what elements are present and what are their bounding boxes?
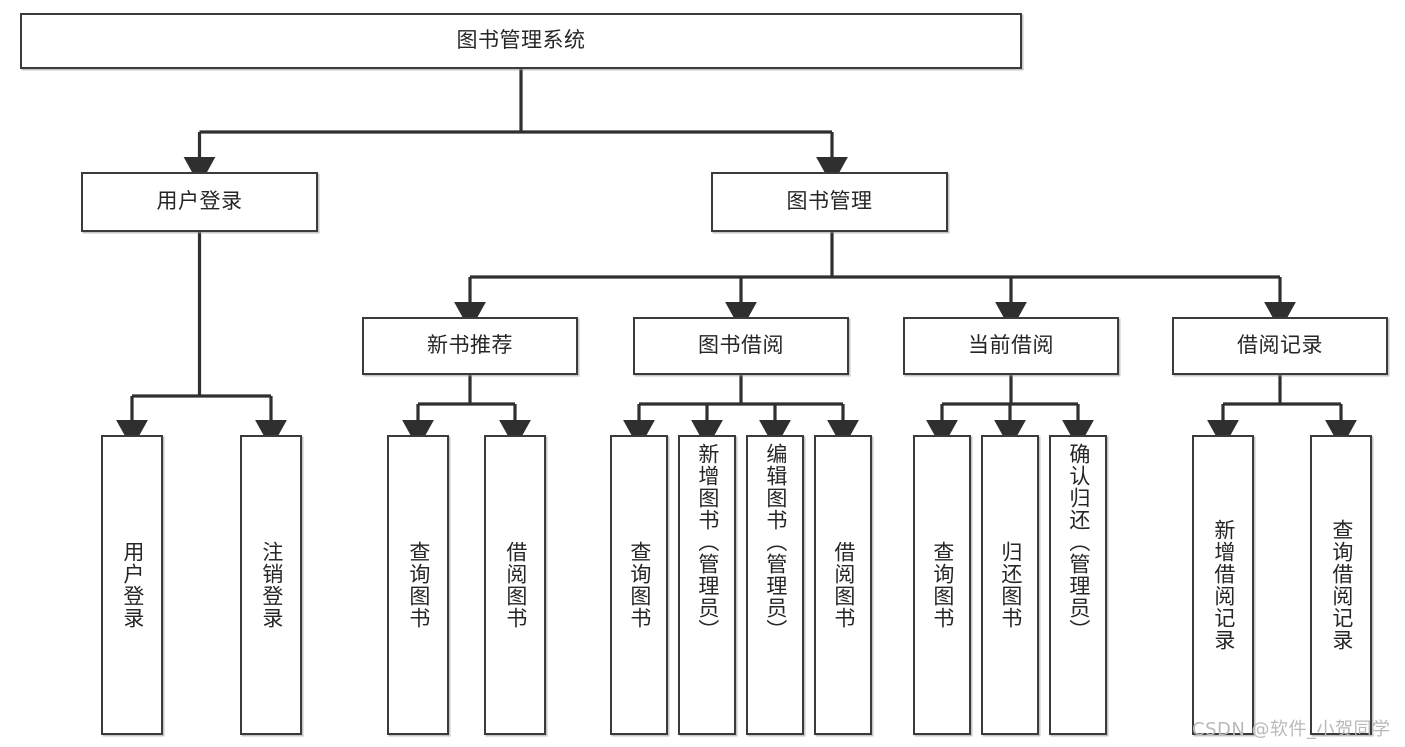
node-root-label: 图书管理系统 <box>456 28 586 53</box>
node-book-borrow-label: 图书借阅 <box>698 333 784 358</box>
node-leaf-add-book-admin[interactable]: 新增图书（管理员） <box>678 435 736 735</box>
node-book-manage[interactable]: 图书管理 <box>711 172 948 232</box>
connector-group-new-book-recommend <box>402 375 531 449</box>
node-user-login-label: 用户登录 <box>156 189 243 214</box>
node-book-borrow[interactable]: 图书借阅 <box>633 317 849 375</box>
node-leaf-borrow-book-1-label: 借阅图书 <box>503 541 528 629</box>
node-leaf-edit-book-admin[interactable]: 编辑图书（管理员） <box>746 435 804 735</box>
connector-group-user-login <box>116 232 287 449</box>
node-leaf-confirm-return-admin[interactable]: 确认归还（管理员） <box>1049 435 1107 735</box>
node-leaf-edit-book-admin-label: 编辑图书（管理员） <box>763 443 788 641</box>
node-new-book-recommend[interactable]: 新书推荐 <box>362 317 578 375</box>
node-leaf-borrow-book-2-label: 借阅图书 <box>831 541 856 629</box>
node-leaf-query-book-1-label: 查询图书 <box>406 541 431 629</box>
connector-group-current-borrow <box>926 375 1094 449</box>
node-leaf-logout[interactable]: 注销登录 <box>240 435 302 735</box>
node-leaf-query-book-1[interactable]: 查询图书 <box>387 435 449 735</box>
node-book-manage-label: 图书管理 <box>786 189 873 214</box>
node-current-borrow[interactable]: 当前借阅 <box>903 317 1119 375</box>
node-new-book-recommend-label: 新书推荐 <box>427 333 513 358</box>
node-leaf-query-book-2-label: 查询图书 <box>627 541 652 629</box>
node-leaf-query-book-3[interactable]: 查询图书 <box>913 435 971 735</box>
node-leaf-query-borrow-record-label: 查询借阅记录 <box>1329 519 1354 651</box>
node-leaf-user-login[interactable]: 用户登录 <box>101 435 163 735</box>
node-leaf-add-borrow-record-label: 新增借阅记录 <box>1211 519 1236 651</box>
connector-group-root <box>183 69 848 186</box>
node-leaf-logout-label: 注销登录 <box>259 541 284 629</box>
connector-group-book-borrow <box>623 375 859 449</box>
node-leaf-query-book-2[interactable]: 查询图书 <box>610 435 668 735</box>
node-leaf-add-borrow-record[interactable]: 新增借阅记录 <box>1192 435 1254 735</box>
node-borrow-record-label: 借阅记录 <box>1237 333 1323 358</box>
connector-group-borrow-record <box>1207 375 1357 449</box>
connector-group-book-manage <box>454 232 1296 331</box>
node-leaf-query-borrow-record[interactable]: 查询借阅记录 <box>1310 435 1372 735</box>
node-borrow-record[interactable]: 借阅记录 <box>1172 317 1388 375</box>
node-leaf-borrow-book-1[interactable]: 借阅图书 <box>484 435 546 735</box>
node-leaf-borrow-book-2[interactable]: 借阅图书 <box>814 435 872 735</box>
node-user-login[interactable]: 用户登录 <box>81 172 318 232</box>
csdn-watermark: CSDN @软件_小贺同学 <box>1192 719 1391 740</box>
node-leaf-return-book-label: 归还图书 <box>998 541 1023 629</box>
node-leaf-confirm-return-admin-label: 确认归还（管理员） <box>1066 443 1091 641</box>
node-leaf-user-login-label: 用户登录 <box>120 541 145 629</box>
node-leaf-query-book-3-label: 查询图书 <box>930 541 955 629</box>
node-current-borrow-label: 当前借阅 <box>968 333 1054 358</box>
node-leaf-return-book[interactable]: 归还图书 <box>981 435 1039 735</box>
node-root[interactable]: 图书管理系统 <box>20 13 1022 69</box>
node-leaf-add-book-admin-label: 新增图书（管理员） <box>695 443 720 641</box>
